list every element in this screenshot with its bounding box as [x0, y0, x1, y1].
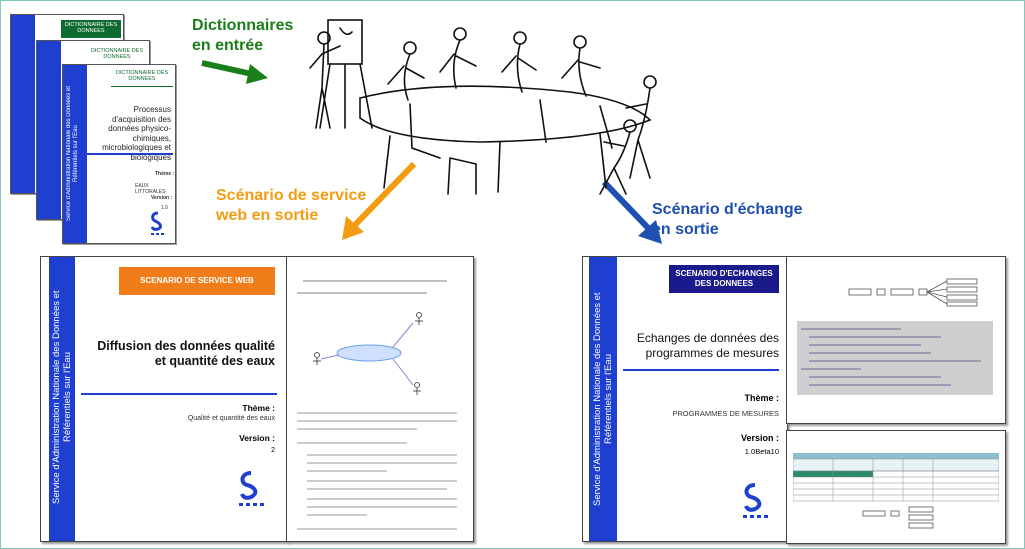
dictionary-banner: DICTIONNAIRE DES DONNEES — [87, 46, 147, 64]
orange-arrow-icon — [342, 161, 417, 240]
exchange-doc-page-top — [786, 256, 1006, 424]
version-label: Version : — [239, 433, 275, 443]
use-case-diagram-icon — [313, 312, 423, 395]
green-arrow-icon — [201, 60, 268, 84]
web-service-banner: SCENARIO DE SERVICE WEB — [119, 267, 275, 295]
title-rule — [87, 153, 173, 155]
sandre-logo-icon — [150, 211, 164, 235]
xml-code-block — [797, 321, 993, 395]
meeting-sketch-illustration — [309, 19, 657, 195]
version-label: Version : — [740, 433, 779, 443]
theme-label: Thème : — [744, 393, 779, 403]
theme-label: Thème : — [242, 403, 275, 413]
theme-value: PROGRAMMES DE MESURES — [672, 409, 779, 418]
web-service-doc-page — [286, 256, 474, 542]
dictionary-banner: DICTIONNAIRE DES DONNEES — [61, 20, 121, 38]
exchange-scenario-label: Scénario d'échange en sortie — [652, 201, 803, 238]
web-service-scenario-label: Scénario de service web en sortie — [216, 187, 367, 224]
blue-arrow-icon — [601, 179, 662, 244]
exchange-doc-page-bottom — [786, 430, 1006, 544]
document-text-placeholder — [297, 412, 457, 530]
exchange-doc-title: Echanges de données des programmes de me… — [636, 331, 779, 360]
version-value: 2 — [271, 447, 275, 454]
blue-band: Service d'Administration Nationale des D… — [49, 257, 75, 541]
version-value: 1.0 — [161, 205, 168, 211]
exchange-doc-cover: Service d'Administration Nationale des D… — [582, 256, 788, 542]
theme-label: Thème : — [155, 171, 175, 177]
version-value: 1.0Beta10 — [744, 447, 779, 456]
title-rule — [623, 369, 779, 371]
sandre-logo-icon — [239, 471, 264, 506]
sandre-logo-icon — [743, 483, 768, 518]
xml-code-lines — [801, 328, 981, 386]
input-dictionaries-label: Dictionnaires en entrée — [192, 17, 294, 54]
dictionary-banner: DICTIONNAIRE DES DONNEES — [111, 68, 173, 87]
web-service-doc-title: Diffusion des données qualité et quantit… — [97, 339, 275, 368]
theme-value: EAUX LITTORALES — [135, 183, 166, 195]
title-rule — [81, 393, 277, 395]
blue-band — [37, 41, 61, 219]
document-text-placeholder — [297, 280, 447, 294]
theme-value: Qualité et quantité des eaux — [187, 415, 275, 422]
exchange-banner: SCENARIO D'ECHANGES DES DONNEES — [669, 265, 779, 293]
data-table-icon — [793, 453, 999, 529]
vertical-organization-text: Service d'Administration Nationale des D… — [66, 86, 79, 222]
dictionary-title: Processus d'acquisition des données phys… — [102, 105, 171, 162]
dictionary-doc-front: Service d'Administration Nationale des D… — [62, 64, 176, 244]
vertical-organization-text: Service d'Administration Nationale des D… — [592, 292, 614, 506]
blue-band: Service d'Administration Nationale des D… — [589, 257, 617, 541]
schema-diagram-icon — [848, 278, 978, 307]
blue-band: Service d'Administration Nationale des D… — [63, 65, 87, 243]
web-service-doc-cover: Service d'Administration Nationale des D… — [40, 256, 288, 542]
version-label: Version : — [151, 195, 173, 201]
blue-band — [11, 15, 35, 193]
vertical-organization-text: Service d'Administration Nationale des D… — [51, 290, 73, 504]
